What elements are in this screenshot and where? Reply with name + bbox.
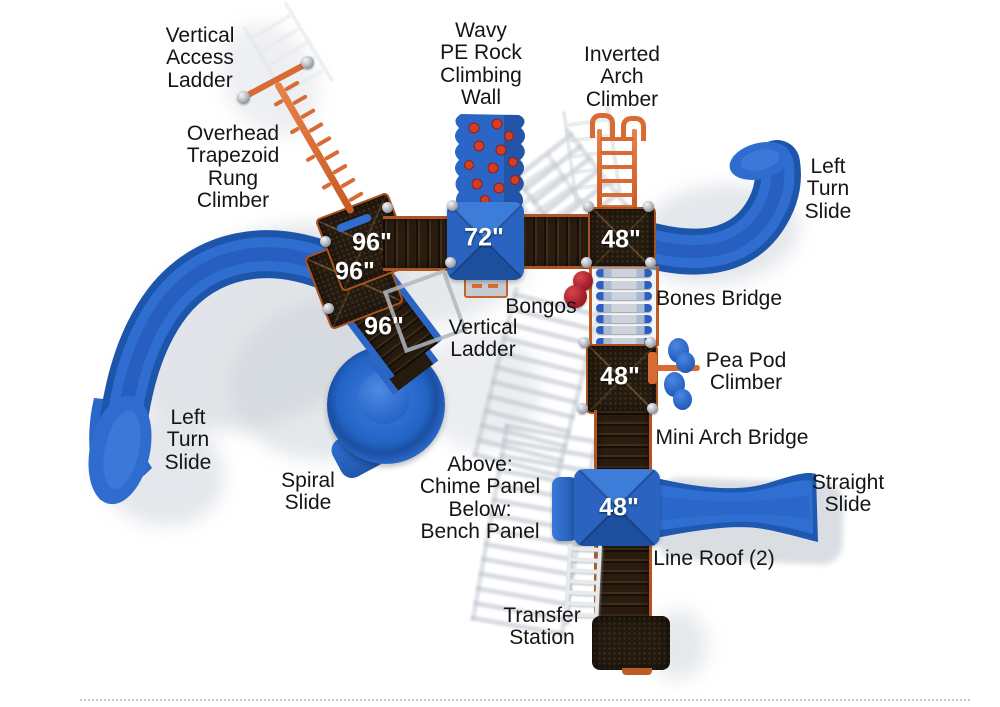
post-cap	[645, 337, 656, 348]
annotation-line-roof: Line Roof (2)	[653, 547, 775, 570]
platform-orange-tab	[622, 668, 652, 675]
inverted-arch-climber-structure	[590, 113, 646, 210]
annotation-vertical-ladder: Vertical Ladder	[448, 316, 518, 362]
bongos-drum	[564, 285, 587, 308]
deck-size-label: 96"	[364, 312, 404, 341]
deck-size-label: 48"	[601, 225, 641, 254]
post-cap	[645, 257, 656, 268]
vertical-ladder-step	[464, 277, 508, 298]
arch-rail	[632, 129, 637, 210]
post-cap	[583, 201, 594, 212]
wavy-rock-wall	[455, 114, 525, 209]
deck-48-mid	[586, 344, 658, 414]
annotation-straight-slide: Straight Slide	[811, 471, 885, 517]
post-cap	[447, 200, 458, 211]
transfer-platform	[592, 616, 670, 670]
walkway-top-left	[383, 216, 453, 271]
post-cap	[237, 91, 250, 104]
bone-rung	[596, 314, 652, 323]
deck-size-label: 48"	[599, 493, 639, 522]
pea-pod	[676, 352, 695, 373]
step-bar	[472, 284, 482, 288]
bone-rung	[596, 269, 652, 278]
post-cap	[445, 257, 456, 268]
deck-size-label: 96"	[352, 228, 392, 257]
annotation-wavy-pe-rock-climbing-wall: Wavy PE Rock Climbing Wall	[440, 19, 522, 109]
arch-rung	[600, 165, 634, 169]
annotation-inverted-arch-climber: Inverted Arch Climber	[584, 43, 660, 111]
roof-deck-48	[574, 469, 660, 546]
pea-pod	[673, 389, 692, 410]
bone-rung	[596, 303, 652, 312]
arch-rung	[600, 137, 634, 141]
bones-bridge-structure	[589, 266, 659, 346]
post-cap	[301, 56, 314, 69]
post-cap	[320, 236, 331, 247]
annotation-spiral-slide: Spiral Slide	[281, 469, 335, 515]
step-bar	[488, 284, 498, 288]
bone-rung	[596, 326, 652, 335]
annotation-bongos: Bongos	[505, 295, 577, 318]
post-cap	[579, 337, 590, 348]
deck-size-label: 72"	[464, 223, 504, 252]
pea-pod-bracket	[648, 352, 657, 384]
arch-rail	[597, 129, 602, 210]
post-cap	[577, 403, 588, 414]
arch-hook	[590, 113, 615, 138]
pea-pod-bar	[652, 365, 700, 371]
arch-rung	[600, 193, 634, 197]
roof-deck-72	[447, 202, 524, 280]
mini-arch-bridge-structure	[594, 410, 652, 470]
post-cap	[647, 403, 658, 414]
annotation-vertical-access-ladder: Vertical Access Ladder	[165, 24, 235, 92]
annotation-chime-bench-panel: Above: Chime Panel Below: Bench Panel	[419, 453, 541, 543]
ground-dotted-line	[80, 699, 970, 701]
annotation-pea-pod-climber: Pea Pod Climber	[705, 349, 787, 395]
bone-rung	[596, 292, 652, 301]
left-turn-slide-lower-left-shape	[88, 230, 360, 505]
annotation-left-turn-slide-lower-left: Left Turn Slide	[164, 406, 212, 474]
post-cap	[323, 303, 334, 314]
post-cap	[643, 201, 654, 212]
arch-rung	[600, 151, 634, 155]
annotation-transfer-station: Transfer Station	[503, 604, 581, 650]
post-cap	[382, 202, 393, 213]
bone-rung	[596, 280, 652, 289]
walkway-top-right	[522, 214, 590, 269]
deck-48-top	[588, 207, 656, 269]
annotation-overhead-trapezoid-rung-climber: Overhead Trapezoid Rung Climber	[186, 122, 280, 212]
left-turn-slide-upper-right-shape	[629, 140, 801, 275]
walkway-bottom	[594, 546, 652, 618]
annotation-bones-bridge: Bones Bridge	[655, 287, 783, 310]
annotation-mini-arch-bridge: Mini Arch Bridge	[655, 426, 809, 449]
deck-size-label: 96"	[335, 257, 375, 286]
annotation-left-turn-slide-upper-right: Left Turn Slide	[804, 155, 852, 223]
chime-bench-panel-structure	[552, 477, 578, 541]
bone-rung	[596, 337, 652, 346]
arch-rung	[600, 179, 634, 183]
deck-size-label: 48"	[600, 362, 640, 391]
post-cap	[581, 257, 592, 268]
arch-hook	[621, 116, 646, 141]
straight-slide-shape	[656, 473, 818, 542]
